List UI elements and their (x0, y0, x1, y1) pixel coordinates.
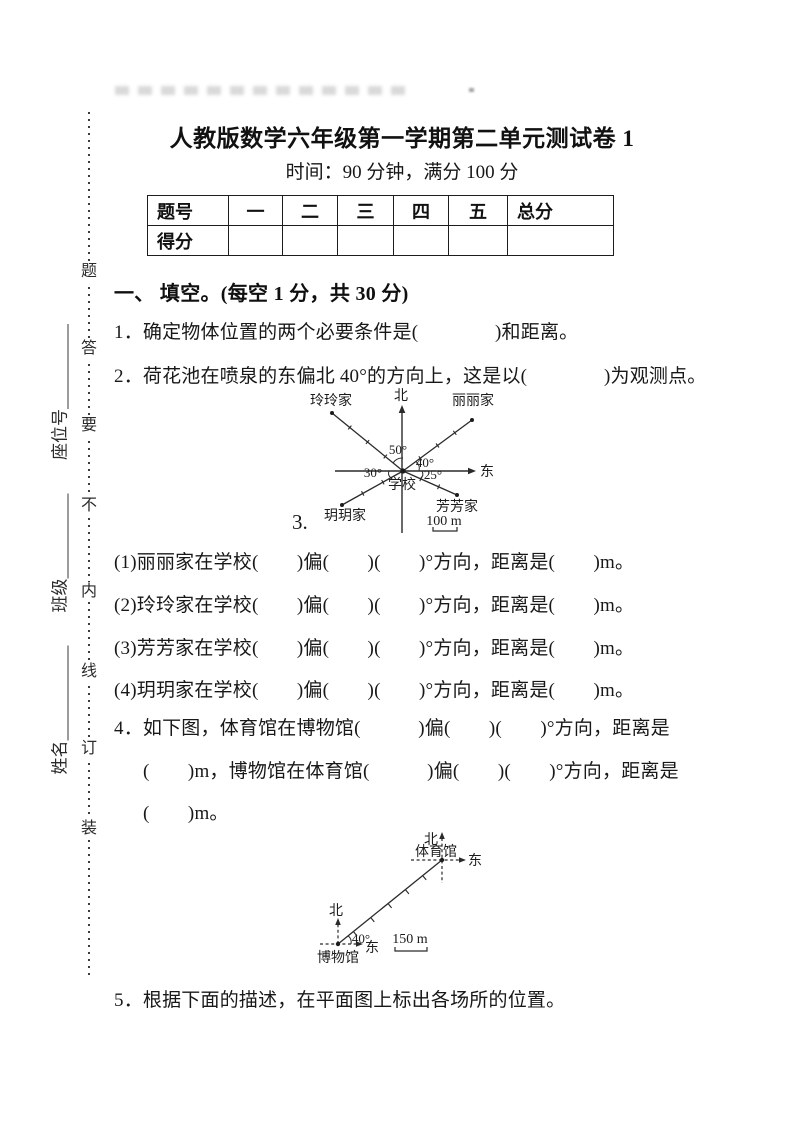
question-3-item-3: (3)芳芳家在学校( )偏( )( )°方向，距离是( )m。 (114, 638, 635, 659)
question-5: 5．根据下面的描述，在平面图上标出各场所的位置。 (114, 990, 566, 1011)
score-table-total-label: 总分 (507, 195, 614, 226)
museum-east-label: 东 (365, 940, 379, 956)
arc-50 (392, 457, 404, 464)
question-3-item-2: (2)玲玲家在学校( )偏( )( )°方向，距离是( )m。 (114, 595, 635, 616)
arc-30 (388, 470, 392, 479)
name-field-label: 姓名 (50, 740, 70, 775)
museum-angle-label: 40° (352, 931, 370, 946)
score-table-question-label: 题号 (147, 195, 229, 226)
binding-char: 要 (80, 416, 98, 436)
school-label: 学校 (388, 476, 416, 493)
lingling-home-label: 玲玲家 (310, 392, 352, 409)
binding-char: 不 (80, 496, 98, 516)
arc-25 (420, 470, 424, 480)
angle-25-label: 25° (424, 467, 442, 482)
scale-150m-label: 150 m (392, 932, 428, 947)
lili-point (470, 418, 474, 422)
score-cell (507, 225, 614, 256)
section-1-heading: 一、 填空。(每空 1 分，共 30 分) (114, 283, 409, 305)
score-cell (282, 225, 338, 256)
score-table-score-label: 得分 (147, 225, 229, 256)
gym-north-arrowhead-icon (439, 832, 445, 839)
yueyue-home-label: 玥玥家 (324, 507, 366, 524)
north-label: 北 (394, 388, 408, 404)
score-table-col: 四 (393, 195, 449, 226)
question-2: 2．荷花池在喷泉的东偏北 40°的方向上，这是以( )为观测点。 (114, 366, 707, 387)
fangfang-home-label: 芳芳家 (436, 498, 478, 515)
question-4-line-3: ( )m。 (143, 803, 229, 824)
arc-40 (415, 461, 420, 472)
score-table-col: 三 (337, 195, 394, 226)
score-cell (448, 225, 508, 256)
binding-char: 内 (80, 582, 98, 602)
museum-east-arrowhead-icon (356, 941, 363, 947)
binding-dotted-line (88, 112, 91, 977)
line-tick-marks (353, 875, 427, 937)
seat-number-field-blank (65, 324, 69, 409)
class-field-blank (65, 493, 69, 579)
gym-east-arrowhead-icon (459, 857, 466, 863)
seat-number-field: 座位号 (46, 324, 71, 460)
scan-artifact-blur (115, 86, 407, 95)
binding-char: 装 (80, 819, 98, 839)
binding-char: 题 (80, 262, 98, 282)
gym-north-label: 北 (424, 832, 438, 848)
lili-home-label: 丽丽家 (452, 392, 494, 409)
museum-label: 博物馆 (317, 949, 359, 966)
question-1: 1．确定物体位置的两个必要条件是( )和距离。 (114, 322, 579, 343)
museum-point (335, 941, 341, 947)
yueyue-point (340, 503, 344, 507)
binding-char: 答 (80, 339, 98, 359)
score-cell (393, 225, 449, 256)
score-table-score-row: 得分 (147, 225, 614, 256)
score-table-col: 五 (448, 195, 508, 226)
arc-40-museum (347, 935, 352, 945)
binding-char: 订 (80, 739, 98, 759)
score-cell (337, 225, 394, 256)
north-arrowhead-icon (398, 405, 406, 413)
scale-100m-bar (432, 527, 458, 532)
east-label: 东 (480, 464, 494, 480)
class-field-label: 班级 (50, 578, 70, 613)
binding-char: 线 (80, 662, 98, 682)
question-4-line-2: ( )m，博物馆在体育馆( )偏( )( )°方向，距离是 (143, 761, 679, 782)
scale-100m-label: 100 m (426, 514, 462, 529)
museum-gym-diagram: 北 东 体育馆 北 东 博物馆 40° 150 m (317, 832, 482, 966)
school-point (400, 468, 406, 474)
east-arrowhead-icon (468, 467, 476, 475)
lingling-point (330, 411, 334, 415)
score-table-col: 二 (282, 195, 338, 226)
score-table-col: 一 (228, 195, 283, 226)
museum-gym-line (337, 859, 443, 945)
question-3-item-4: (4)玥玥家在学校( )偏( )( )°方向，距离是( )m。 (114, 680, 635, 701)
school-direction-diagram: 北 东 玲玲家 丽丽家 玥玥家 芳芳家 50° 40° 30° 25° (310, 388, 494, 533)
ray-yueyue (341, 470, 404, 506)
question-3-item-1: (1)丽丽家在学校( )偏( )( )°方向，距离是( )m。 (114, 552, 635, 573)
name-field: 姓名 (46, 645, 71, 775)
fangfang-point (455, 493, 459, 497)
class-field: 班级 (46, 493, 71, 613)
museum-north-arrowhead-icon (335, 918, 341, 925)
page-subtitle: 时间：90 分钟，满分 100 分 (285, 162, 519, 183)
angle-40-label: 40° (416, 455, 434, 470)
page-title: 人教版数学六年级第一学期第二单元测试卷 1 (169, 126, 635, 151)
angle-30-label: 30° (364, 465, 382, 480)
gym-east-label: 东 (468, 853, 482, 869)
score-table-header-row: 题号 一 二 三 四 五 总分 (147, 195, 614, 226)
angle-50-label: 50° (389, 442, 407, 457)
gym-label: 体育馆 (415, 844, 457, 860)
ray-tick-marks (347, 425, 457, 496)
question-4-line-1: 4．如下图，体育馆在博物馆( )偏( )( )°方向，距离是 (114, 718, 670, 739)
scan-artifact-dot (469, 88, 474, 92)
scale-150m-bar (394, 947, 428, 952)
score-table: 题号 一 二 三 四 五 总分 得分 (147, 195, 614, 256)
seat-number-field-label: 座位号 (50, 409, 70, 460)
name-field-blank (65, 645, 69, 741)
score-cell (228, 225, 283, 256)
museum-north-label: 北 (329, 903, 343, 919)
ray-fangfang (402, 470, 458, 496)
question-3-number: 3. (292, 510, 308, 534)
gym-point (439, 857, 445, 863)
